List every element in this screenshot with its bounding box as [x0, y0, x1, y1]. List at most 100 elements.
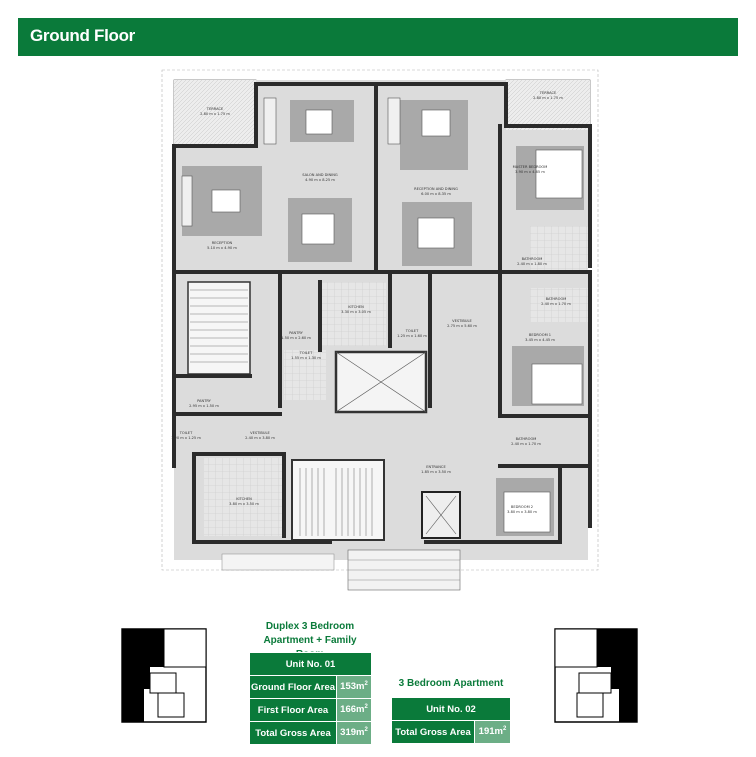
svg-text:2.40 m x 3.80 m: 2.40 m x 3.80 m	[245, 436, 275, 440]
svg-text:TOILET: TOILET	[405, 329, 419, 333]
area-value: 153m2	[336, 675, 372, 699]
sofa-right	[387, 97, 401, 145]
room-dims: 1.55 m x 1.30 m	[291, 356, 321, 360]
svg-text:KITCHEN: KITCHEN	[348, 305, 364, 309]
room-dims: 2.40 m x 3.80 m	[245, 436, 275, 440]
table-row: Ground Floor Area 153m2	[249, 675, 372, 699]
room-dims: 2.40 m x 1.80 m	[517, 262, 547, 266]
room-dims: 5.10 m x 4.90 m	[207, 246, 237, 250]
svg-text:BEDROOM 1: BEDROOM 1	[529, 333, 551, 337]
svg-text:SALON AND DINING: SALON AND DINING	[302, 173, 338, 177]
svg-text:2.40 m x 1.70 m: 2.40 m x 1.70 m	[511, 442, 541, 446]
room-label: PANTRY	[289, 331, 304, 335]
planter-front	[221, 553, 335, 571]
svg-text:4.90 m x 8.25 m: 4.90 m x 8.25 m	[305, 178, 335, 182]
svg-text:5.10 m x 4.90 m: 5.10 m x 4.90 m	[207, 246, 237, 250]
svg-text:1.25 m x 1.60 m: 1.25 m x 1.60 m	[397, 334, 427, 338]
room-label: BATHROOM	[516, 437, 537, 441]
unit-02-title: 3 Bedroom Apartment	[398, 678, 504, 689]
svg-text:2.75 m x 5.60 m: 2.75 m x 5.60 m	[447, 324, 477, 328]
svg-text:2.80 m x 1.75 m: 2.80 m x 1.75 m	[200, 112, 230, 116]
svg-text:2.95 m x 1.50 m: 2.95 m x 1.50 m	[189, 404, 219, 408]
svg-text:3.45 m x 4.45 m: 3.45 m x 4.45 m	[525, 338, 555, 342]
room-label: BEDROOM 1	[529, 333, 551, 337]
room-label: SALON AND DINING	[302, 173, 338, 177]
svg-text:2.80 m x 1.75 m: 2.80 m x 1.75 m	[533, 96, 563, 100]
svg-text:2.40 m x 1.70 m: 2.40 m x 1.70 m	[541, 302, 571, 306]
area-value: 319m2	[336, 721, 372, 745]
floor-plan: TERRACE 2.80 m x 1.75 m TERRACE 2.80 m x…	[161, 69, 599, 591]
unit-01-area-table: Unit No. 01 Ground Floor Area 153m2 Firs…	[249, 652, 372, 745]
svg-text:2.40 m x 1.80 m: 2.40 m x 1.80 m	[517, 262, 547, 266]
room-dims: 1.20 m x 1.25 m	[171, 436, 201, 440]
room-label: ENTRANCE	[426, 465, 446, 469]
area-value: 191m2	[474, 720, 511, 744]
svg-text:BATHROOM: BATHROOM	[546, 297, 567, 301]
area-value: 166m2	[336, 698, 372, 722]
room-label: MASTER BEDROOM	[513, 165, 548, 169]
svg-text:3.80 m x 3.50 m: 3.80 m x 3.50 m	[229, 502, 259, 506]
room-label: BATHROOM	[522, 257, 543, 261]
bed-bedroom2	[503, 491, 551, 533]
table-left	[211, 189, 241, 213]
plot-boundary	[161, 69, 599, 571]
unit-02-number: Unit No. 02	[391, 697, 511, 721]
room-label: RECEPTION	[212, 241, 233, 245]
room-dims: 1.85 m x 3.50 m	[421, 470, 451, 474]
room-dims: 6.00 m x 8.35 m	[421, 192, 451, 196]
area-label: Total Gross Area	[391, 720, 475, 744]
room-label: KITCHEN	[236, 497, 252, 501]
svg-text:TOILET: TOILET	[179, 431, 193, 435]
sofa-left	[181, 175, 193, 227]
toilet-tiles	[284, 350, 326, 400]
header-bar: Ground Floor	[18, 18, 738, 56]
room-dims: 3.30 m x 3.05 m	[341, 310, 371, 314]
kitchen-right-tiles	[322, 282, 386, 346]
svg-text:TOILET: TOILET	[299, 351, 313, 355]
area-label: Total Gross Area	[249, 721, 337, 745]
room-label: TERRACE	[539, 91, 557, 95]
room-dims: 3.45 m x 4.45 m	[525, 338, 555, 342]
stair-left	[187, 281, 251, 375]
svg-text:3.80 m x 3.80 m: 3.80 m x 3.80 m	[507, 510, 537, 514]
room-label: TOILET	[299, 351, 313, 355]
room-label: TOILET	[405, 329, 419, 333]
svg-text:1.85 m x 3.50 m: 1.85 m x 3.50 m	[421, 470, 451, 474]
table-row: First Floor Area 166m2	[249, 698, 372, 722]
room-label: TOILET	[179, 431, 193, 435]
key-plan-unit-02	[554, 628, 638, 723]
table-salon	[305, 109, 333, 135]
svg-text:KITCHEN: KITCHEN	[236, 497, 252, 501]
page-title: Ground Floor	[30, 26, 135, 45]
svg-text:BATHROOM: BATHROOM	[522, 257, 543, 261]
room-dims: 4.90 m x 8.25 m	[305, 178, 335, 182]
room-dims: 3.80 m x 3.80 m	[507, 510, 537, 514]
area-label: First Floor Area	[249, 698, 337, 722]
room-dims: 2.75 m x 5.60 m	[447, 324, 477, 328]
svg-text:PANTRY: PANTRY	[197, 399, 212, 403]
area-label: Ground Floor Area	[249, 675, 337, 699]
bathroom-right-tiles	[530, 226, 588, 270]
key-plan-unit-01	[121, 628, 207, 723]
svg-text:BEDROOM 2: BEDROOM 2	[511, 505, 533, 509]
svg-text:TERRACE: TERRACE	[539, 91, 557, 95]
svg-text:ENTRANCE: ENTRANCE	[426, 465, 446, 469]
svg-text:1.55 m x 1.30 m: 1.55 m x 1.30 m	[291, 356, 321, 360]
table-row: Total Gross Area 191m2	[391, 720, 511, 744]
svg-text:PANTRY: PANTRY	[289, 331, 304, 335]
svg-text:3.90 m x 4.65 m: 3.90 m x 4.65 m	[515, 170, 545, 174]
terrace-left-fill	[174, 80, 256, 144]
room-dims: 2.40 m x 1.70 m	[511, 442, 541, 446]
room-label: PANTRY	[197, 399, 212, 403]
svg-text:TERRACE: TERRACE	[206, 107, 224, 111]
unit-01-number: Unit No. 01	[249, 652, 372, 676]
room-label: BEDROOM 2	[511, 505, 533, 509]
bathroom-right2-tiles	[530, 288, 588, 322]
svg-text:6.00 m x 8.35 m: 6.00 m x 8.35 m	[421, 192, 451, 196]
sofa-salon	[263, 97, 277, 145]
svg-text:BATHROOM: BATHROOM	[516, 437, 537, 441]
room-dims: 2.40 m x 1.70 m	[541, 302, 571, 306]
stair-core	[291, 459, 385, 541]
room-label: VESTIBULE	[250, 431, 270, 435]
svg-text:VESTIBULE: VESTIBULE	[452, 319, 472, 323]
